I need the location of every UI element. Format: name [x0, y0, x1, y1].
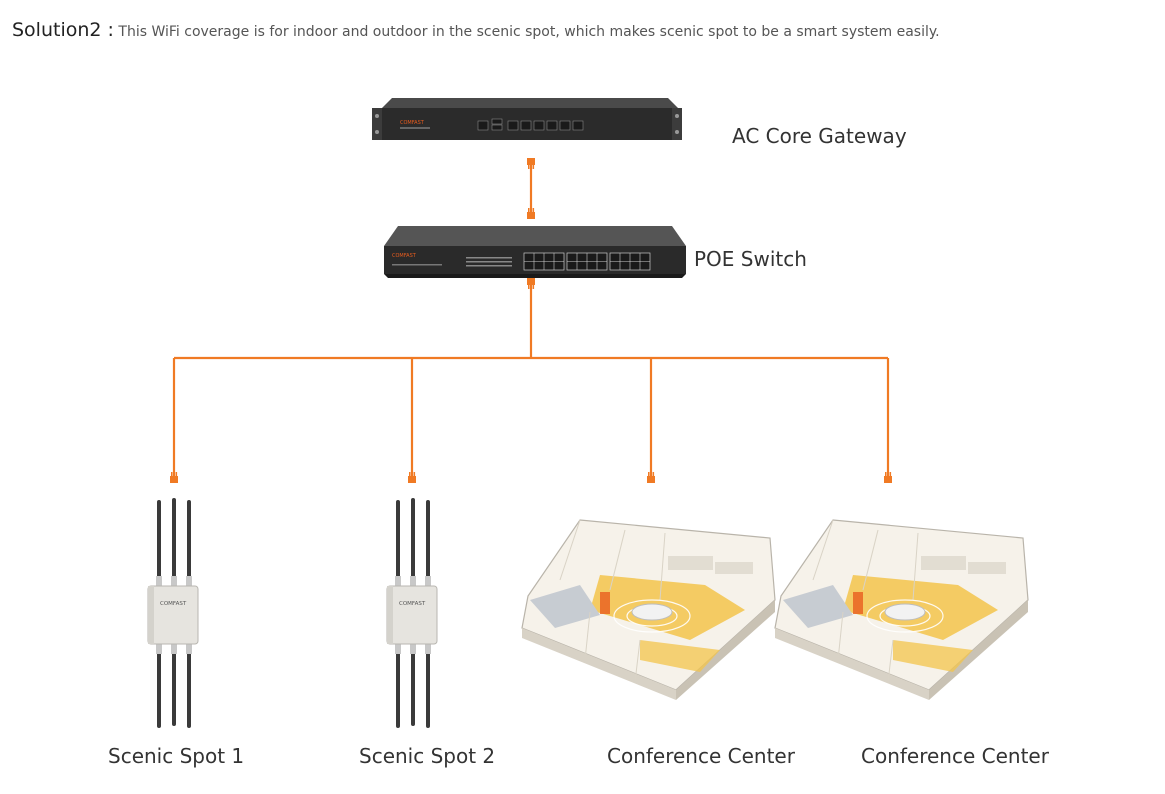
outdoor-ap-1: COMFAST	[147, 498, 199, 728]
gateway-label: AC Core Gateway	[732, 124, 907, 148]
cable-switch-trunk	[174, 278, 888, 360]
conference-floorplan-2	[774, 519, 1029, 700]
ap2-brand-logo: COMFAST	[399, 601, 426, 607]
rj45-connector-icon	[170, 158, 892, 483]
endpoint-label-scenic-spot-2: Scenic Spot 2	[359, 744, 496, 768]
switch-label: POE Switch	[694, 247, 807, 271]
outdoor-ap-2: COMFAST	[386, 498, 438, 728]
endpoint-label-conference-center-1: Conference Center	[607, 744, 795, 768]
endpoint-label-conference-center-2: Conference Center	[861, 744, 1049, 768]
cable-branches	[172, 358, 890, 476]
switch-brand-logo: COMFAST	[392, 253, 417, 259]
ac-gateway-device: COMFAST	[372, 98, 682, 140]
solution-title: Solution2 :	[12, 19, 114, 41]
endpoint-label-scenic-spot-1: Scenic Spot 1	[108, 744, 245, 768]
gateway-brand-logo: COMFAST	[400, 120, 425, 126]
conference-floorplan-1	[521, 519, 776, 700]
ap1-brand-logo: COMFAST	[160, 601, 187, 607]
poe-switch-device: COMFAST	[384, 226, 686, 278]
solution-header: Solution2 : This WiFi coverage is for in…	[12, 19, 940, 41]
solution-description: This WiFi coverage is for indoor and out…	[118, 24, 940, 40]
